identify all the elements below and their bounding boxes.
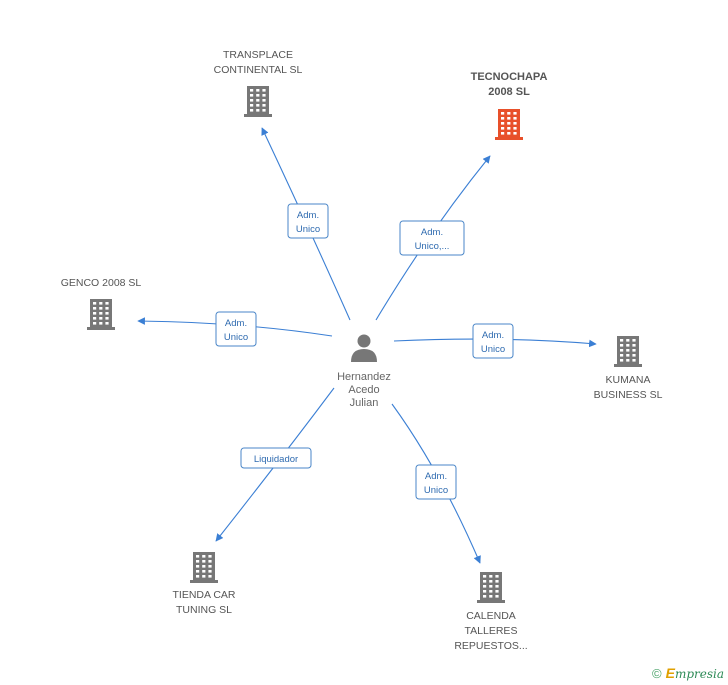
copyright-symbol: © xyxy=(652,665,662,681)
role-label: Adm. xyxy=(482,330,504,341)
company-label[interactable]: KUMANA xyxy=(606,374,651,386)
role-badge-transplace[interactable]: Adm. Unico xyxy=(287,203,329,239)
company-label[interactable]: TIENDA CAR xyxy=(172,589,235,601)
company-node-genco[interactable]: GENCO 2008 SL xyxy=(61,277,142,330)
company-node-kumana[interactable]: KUMANA BUSINESS SL xyxy=(594,336,663,401)
role-badge-calenda[interactable]: Adm. Unico xyxy=(415,464,457,500)
role-label: Liquidador xyxy=(254,454,298,465)
footer-credit: © Empresia xyxy=(652,665,724,681)
building-icon[interactable] xyxy=(477,572,505,603)
role-label: Adm. xyxy=(297,210,319,221)
role-label: Unico xyxy=(481,344,505,355)
company-label[interactable]: REPUESTOS... xyxy=(454,640,527,652)
company-label[interactable]: CALENDA xyxy=(466,610,516,622)
role-badge-kumana[interactable]: Adm. Unico xyxy=(472,323,514,359)
company-label[interactable]: TECNOCHAPA xyxy=(471,71,548,83)
company-label[interactable]: TRANSPLACE xyxy=(223,49,293,61)
company-node-calenda[interactable]: CALENDA TALLERES REPUESTOS... xyxy=(454,572,528,652)
company-label[interactable]: TUNING SL xyxy=(176,604,232,616)
role-label: Unico xyxy=(296,224,320,235)
building-icon[interactable] xyxy=(87,299,115,330)
role-badge-genco[interactable]: Adm. Unico xyxy=(215,311,257,347)
role-label: Unico xyxy=(224,332,248,343)
company-node-transplace[interactable]: TRANSPLACE CONTINENTAL SL xyxy=(214,49,303,117)
person-icon xyxy=(351,334,377,362)
company-label[interactable]: BUSINESS SL xyxy=(594,389,663,401)
person-name-label: Hernandez xyxy=(337,371,391,383)
person-name-label: Acedo xyxy=(348,384,379,396)
building-icon[interactable] xyxy=(614,336,642,367)
building-icon[interactable] xyxy=(190,552,218,583)
person-name-label: Julian xyxy=(350,397,379,409)
role-badge-tecnochapa[interactable]: Adm. Unico,... xyxy=(399,220,465,256)
role-label: Adm. xyxy=(421,227,443,238)
company-label[interactable]: TALLERES xyxy=(465,625,518,637)
role-label: Unico,... xyxy=(415,241,450,252)
empresia-logo: Empresia xyxy=(665,665,724,681)
company-label[interactable]: CONTINENTAL SL xyxy=(214,64,303,76)
company-label[interactable]: 2008 SL xyxy=(488,86,530,98)
company-label[interactable]: GENCO 2008 SL xyxy=(61,277,142,289)
building-icon[interactable] xyxy=(495,109,523,140)
role-badge-tienda[interactable]: Liquidador xyxy=(240,447,312,469)
company-node-tienda[interactable]: TIENDA CAR TUNING SL xyxy=(172,552,236,616)
role-label: Adm. xyxy=(425,471,447,482)
role-label: Adm. xyxy=(225,318,247,329)
company-node-tecnochapa[interactable]: TECNOCHAPA 2008 SL xyxy=(471,71,548,140)
building-icon[interactable] xyxy=(244,86,272,117)
role-label: Unico xyxy=(424,485,448,496)
